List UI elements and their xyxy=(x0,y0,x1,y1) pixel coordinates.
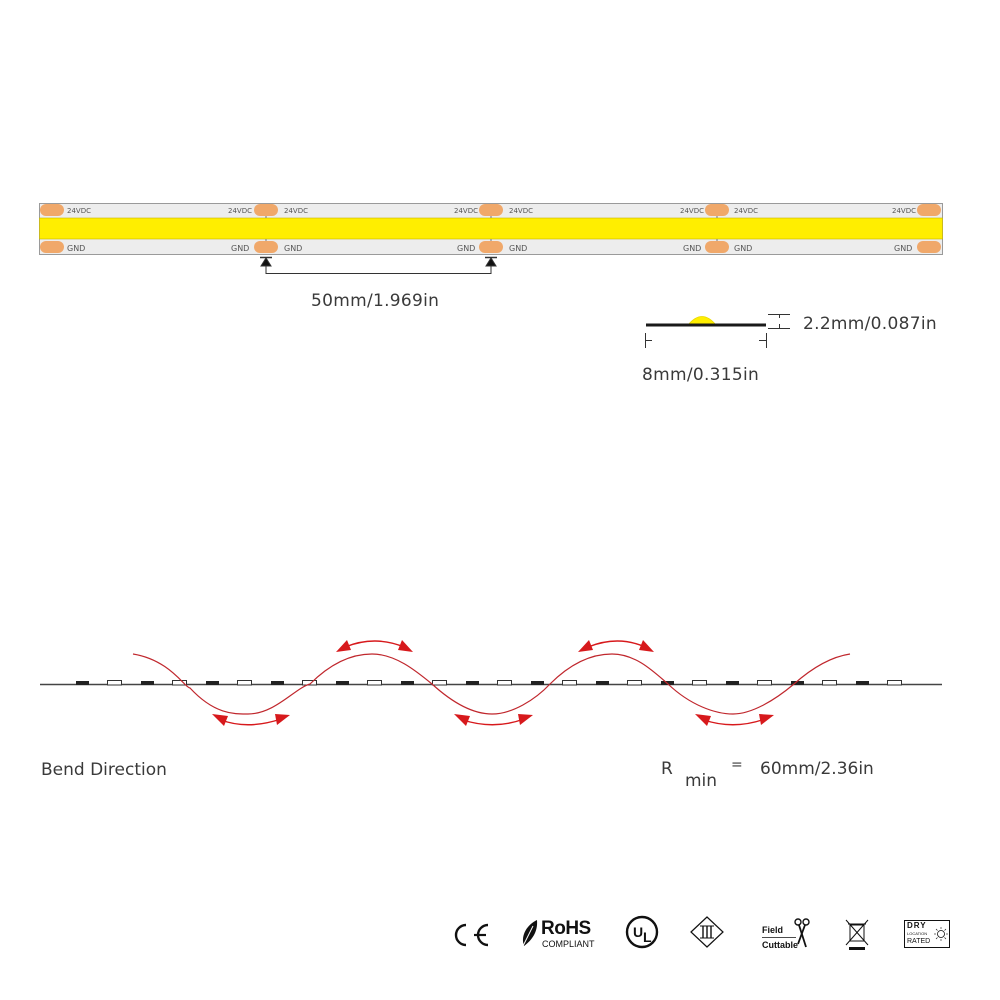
pad-label-24vdc: 24VDC xyxy=(228,207,252,215)
cross-section-graphic xyxy=(645,314,790,348)
rmin-equals: = xyxy=(731,757,743,773)
pad-label-gnd: GND xyxy=(894,244,913,253)
pad-label-gnd: GND xyxy=(734,244,753,253)
pad-label-gnd: GND xyxy=(683,244,702,253)
pad-label-24vdc: 24VDC xyxy=(892,207,916,215)
led-strip-diagram: 24VDC 24VDC 24VDC 24VDC 24VDC 24VDC 24VD… xyxy=(0,0,1000,320)
pad-label-gnd: GND xyxy=(509,244,528,253)
rated-label: RATED xyxy=(907,938,931,945)
height-label: 2.2mm/0.087in xyxy=(803,314,937,334)
led-strip-graphic xyxy=(39,203,943,255)
field-cuttable-line1: Field xyxy=(762,925,784,935)
pad-label-24vdc: 24VDC xyxy=(734,207,758,215)
field-cuttable-line2: Cuttable xyxy=(762,940,798,950)
pad-label-gnd: GND xyxy=(457,244,476,253)
cut-spacing-dimension xyxy=(260,256,497,274)
pad-label-24vdc: 24VDC xyxy=(284,207,308,215)
pad-label-gnd: GND xyxy=(67,244,86,253)
dry-label: DRY xyxy=(907,921,927,930)
rmin-value: 60mm/2.36in xyxy=(760,759,874,779)
rmin-symbol: R xyxy=(661,759,673,779)
svg-text:L: L xyxy=(643,929,652,945)
cut-spacing-label: 50mm/1.969in xyxy=(311,291,440,311)
svg-text:U: U xyxy=(633,924,643,940)
pad-label-24vdc: 24VDC xyxy=(454,207,478,215)
bend-direction-title: Bend Direction xyxy=(41,760,167,780)
bend-direction-diagram xyxy=(0,600,1000,740)
pad-label-24vdc: 24VDC xyxy=(680,207,704,215)
pad-label-24vdc: 24VDC xyxy=(509,207,533,215)
rmin-subscript: min xyxy=(685,771,718,791)
pad-label-gnd: GND xyxy=(284,244,303,253)
location-label: LOCATION xyxy=(907,931,928,936)
cross-section-diagram: 2.2mm/0.087in 8mm/0.315in xyxy=(0,300,1000,400)
bend-graphic xyxy=(40,640,942,726)
width-label: 8mm/0.315in xyxy=(642,365,760,385)
pad-label-gnd: GND xyxy=(231,244,250,253)
rohs-label: RoHS xyxy=(541,918,591,939)
pad-label-24vdc: 24VDC xyxy=(67,207,91,215)
rohs-compliant-label: COMPLIANT xyxy=(542,939,595,949)
